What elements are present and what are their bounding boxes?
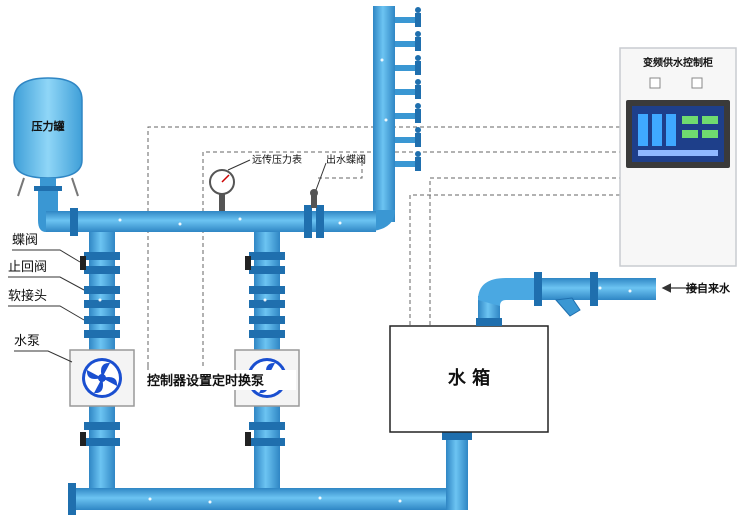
inlet-pipe (476, 272, 656, 326)
soft-joint-leader (8, 305, 85, 321)
tank-elbow (38, 190, 58, 232)
control-cabinet: 变频供水控制柜 (619, 47, 737, 267)
pump1-tee (70, 208, 78, 236)
control-wires (147, 126, 622, 378)
pump-impeller-icon (82, 358, 122, 398)
pressure-tank: 压力罐 (13, 77, 83, 197)
remote-gauge-label: 远传压力表 (252, 153, 302, 166)
pump1 (69, 349, 135, 407)
outlet-valve-label: 出水蝶阀 (326, 153, 366, 166)
inlet-label: 接自来水 (686, 281, 731, 295)
water-sparkles (98, 58, 632, 504)
pump2-fittings (245, 252, 285, 446)
water-tank: 水 箱 (389, 325, 549, 433)
butterfly-valve-leader (12, 249, 81, 263)
suction-end-cap (68, 483, 76, 515)
pump1-fittings (80, 252, 120, 446)
water-tank-label: 水 箱 (448, 367, 490, 389)
soft-joint-label: 软接头 (8, 288, 47, 304)
butterfly-valve-label: 蝶阀 (12, 233, 38, 248)
discharge-header-pipe (46, 211, 376, 232)
control-cabinet-label: 变频供水控制柜 (643, 56, 713, 69)
indicator-lamp (691, 77, 703, 89)
water-pump-leader (14, 350, 73, 363)
indicator-lamp (649, 77, 661, 89)
suction-header-pipe (74, 488, 468, 510)
water-pump-label: 水泵 (14, 334, 40, 349)
gauge-leader (227, 159, 251, 171)
butterfly-valve-icon (304, 189, 324, 238)
check-valve-label: 止回阀 (8, 260, 47, 275)
controller-note: 控制器设置定时换泵 (147, 373, 264, 389)
pressure-tank-label: 压力罐 (32, 119, 65, 133)
riser-taps (395, 7, 421, 171)
controller-note-bg (144, 370, 296, 390)
valve-leader (315, 162, 327, 191)
tank-outlet-flange (442, 432, 472, 440)
pressure-gauge-icon (209, 169, 235, 211)
tank-outlet-pipe (446, 436, 468, 510)
check-valve-leader (8, 276, 85, 291)
riser-pipe (373, 6, 395, 222)
